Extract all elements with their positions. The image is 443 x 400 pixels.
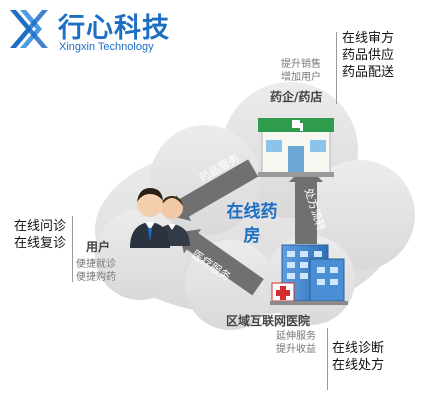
pharmacy-icon bbox=[258, 118, 334, 177]
company-logo: 行心科技 Xingxin Technology bbox=[6, 6, 196, 58]
hospital-label: 区域互联网医院 bbox=[226, 314, 311, 328]
user-label: 用户 bbox=[86, 240, 111, 254]
pharma-label: 药企/药店 bbox=[270, 90, 323, 104]
hospital-icon bbox=[270, 244, 348, 305]
logo-name-cn: 行心科技 bbox=[58, 13, 170, 44]
hospital-benefit-1: 延伸服务 bbox=[276, 331, 316, 342]
hospital-benefit-2: 提升收益 bbox=[276, 344, 316, 355]
user-service-1: 在线问诊 bbox=[14, 219, 67, 234]
drug-service-arrow bbox=[169, 159, 259, 221]
pharma-benefit-1: 提升销售 bbox=[281, 59, 321, 70]
pharma-service-3: 药品配送 bbox=[342, 65, 395, 80]
pharma-service-1: 在线审方 bbox=[342, 31, 395, 46]
user-benefit-2: 便捷购药 bbox=[76, 272, 116, 283]
user-icon bbox=[130, 188, 190, 248]
user-divider bbox=[72, 216, 73, 282]
pharma-benefit-2: 增加用户 bbox=[281, 72, 321, 83]
prescription-flow-arrow bbox=[289, 164, 323, 244]
logo-mark-icon bbox=[10, 10, 48, 48]
hospital-service-1: 在线诊断 bbox=[332, 341, 385, 356]
medical-service-arrow bbox=[179, 229, 264, 296]
online-pharmacy-label: 在线药房 bbox=[226, 202, 278, 246]
logo-name-en: Xingxin Technology bbox=[59, 41, 154, 53]
hospital-divider bbox=[327, 328, 328, 390]
hospital-service-2: 在线处方 bbox=[332, 358, 385, 373]
pharma-service-2: 药品供应 bbox=[342, 48, 395, 63]
user-service-2: 在线复诊 bbox=[14, 236, 67, 251]
user-benefit-1: 便捷就诊 bbox=[76, 259, 116, 270]
pharma-divider bbox=[336, 32, 337, 104]
